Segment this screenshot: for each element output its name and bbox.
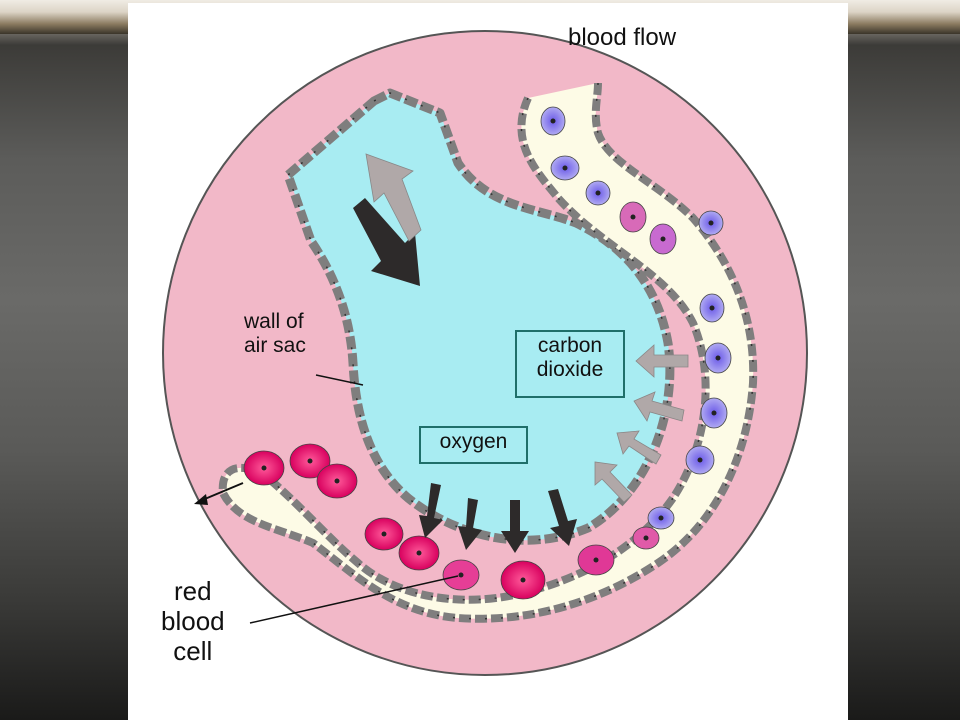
rbc-leader-line <box>249 575 459 624</box>
slide-panel: blood flow wall of air sac carbon dioxid… <box>128 3 848 720</box>
carbon-label-line-2: dioxide <box>536 358 604 382</box>
oxygen-label-text: oxygen <box>439 430 508 453</box>
carbon-dioxide-label: carbon dioxide <box>515 330 625 398</box>
carbon-label-line-1: carbon <box>537 334 603 357</box>
blood-outflow-arrow <box>194 482 244 505</box>
wall-leader-line <box>315 374 364 386</box>
deoxygenated-cells <box>540 106 732 530</box>
rbc-label-line-3: cell <box>173 635 213 666</box>
rbc-label-line-2: blood <box>161 605 225 636</box>
air-out-arrow <box>365 153 422 242</box>
wall-of-air-sac-label: wall of air sac <box>244 310 306 357</box>
co2-diffusion-arrows <box>594 344 689 503</box>
alveolus-diagram <box>162 30 808 676</box>
oxygen-label: oxygen <box>419 426 528 464</box>
wall-label-line-1: wall of <box>244 310 304 333</box>
oxygen-diffusion-arrows <box>419 483 577 553</box>
red-blood-cell-label: red blood cell <box>161 576 225 667</box>
blood-flow-label: blood flow <box>568 24 677 51</box>
wall-label-line-2: air sac <box>244 333 306 357</box>
air-in-arrow <box>353 198 420 286</box>
rbc-label-line-1: red <box>174 576 212 606</box>
